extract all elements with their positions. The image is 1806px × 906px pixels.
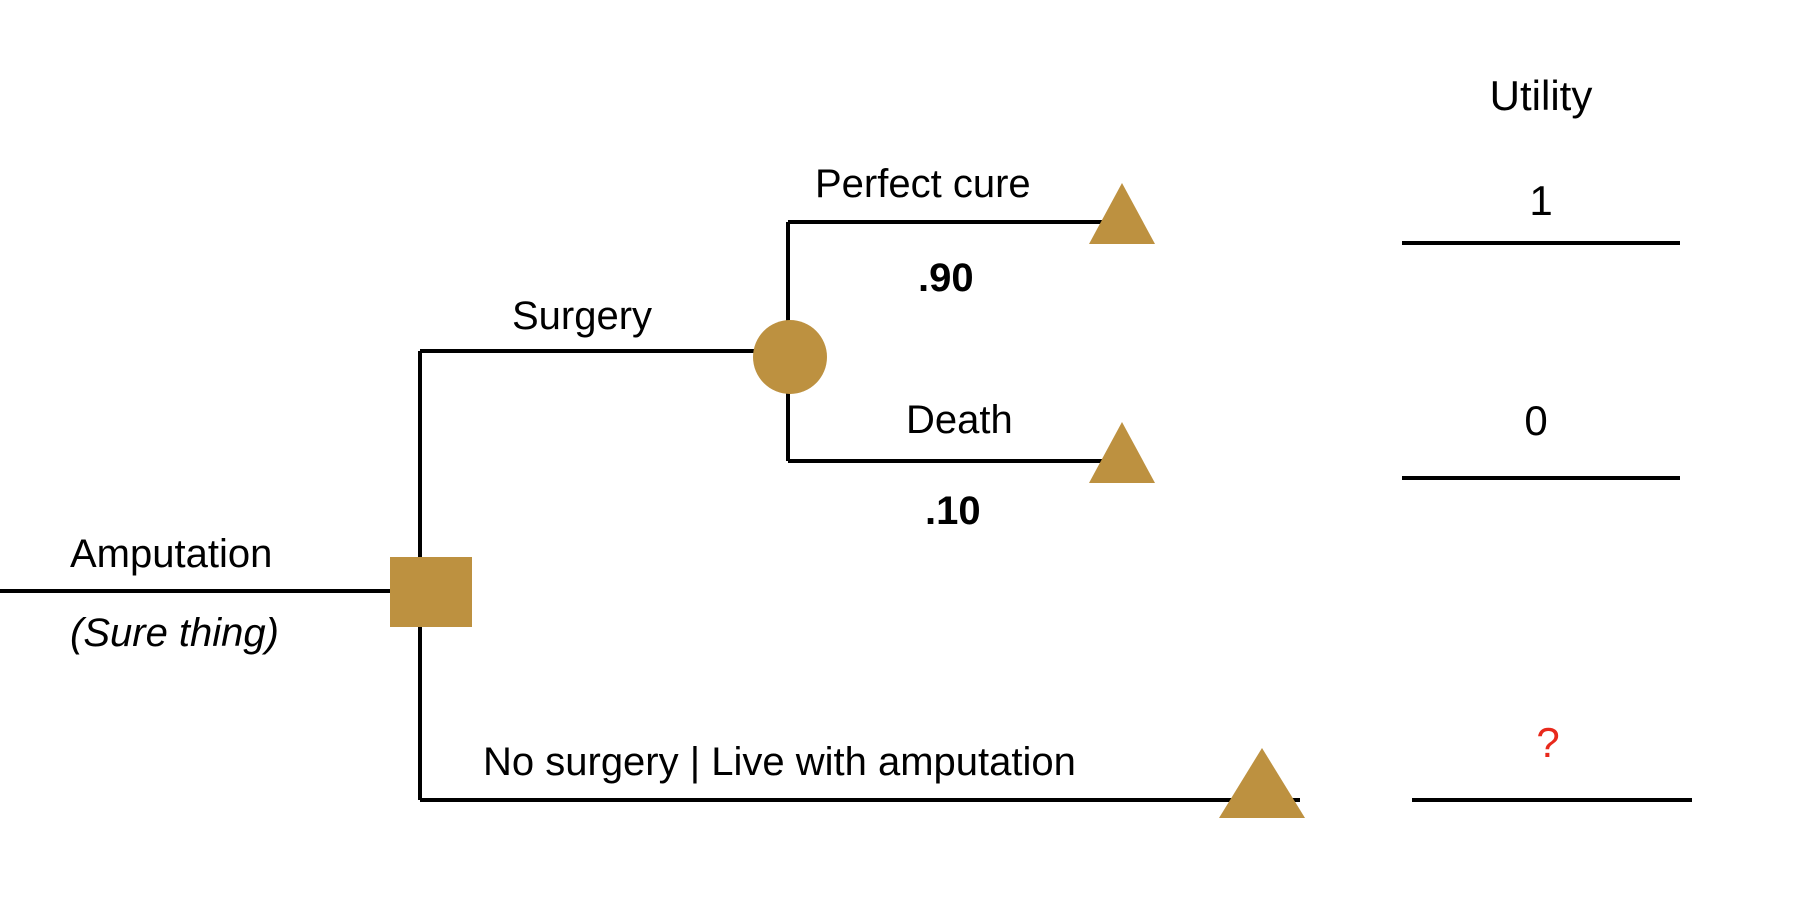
- root-branch-sublabel: (Sure thing): [70, 611, 279, 655]
- utility-value-no-surgery: ?: [1536, 719, 1560, 766]
- root-branch-label: Amputation: [70, 532, 273, 576]
- branch-label-surgery: Surgery: [512, 294, 653, 338]
- branch-label-perfect-cure: Perfect cure: [815, 162, 1031, 206]
- probability-death: .10: [925, 489, 981, 533]
- branch-label-death: Death: [906, 398, 1013, 442]
- terminal-node-no-surgery: [1219, 748, 1305, 818]
- utility-value-death: 0: [1524, 397, 1548, 444]
- branch-label-no-surgery: No surgery | Live with amputation: [483, 740, 1076, 784]
- probability-perfect-cure: .90: [918, 256, 974, 300]
- decision-node-square: [390, 557, 472, 627]
- utility-value-perfect-cure: 1: [1529, 177, 1553, 224]
- terminal-node-death: [1089, 422, 1155, 483]
- terminal-node-perfect-cure: [1089, 183, 1155, 244]
- chance-node-circle: [753, 320, 827, 394]
- utility-column-header: Utility: [1489, 72, 1593, 119]
